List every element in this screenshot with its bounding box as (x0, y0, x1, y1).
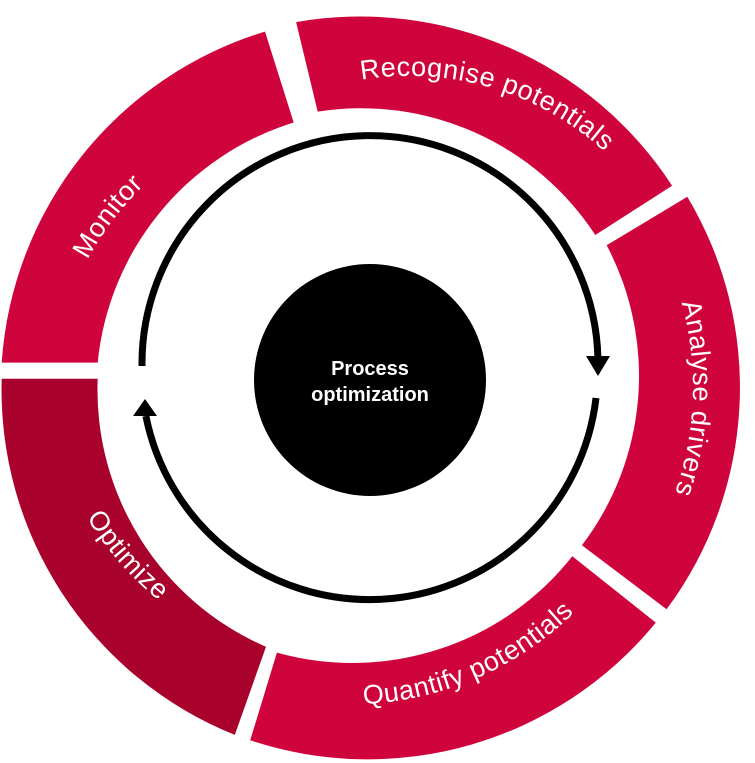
center-label-line2: optimization (311, 384, 429, 406)
cycle-arrows (133, 132, 610, 604)
center-disc (254, 264, 486, 496)
segment-recognise-potentials (296, 16, 673, 235)
arrow-clockwise-bottom (142, 397, 600, 604)
segment-analyse-drivers (581, 196, 740, 610)
arrow-head-up-icon (133, 399, 157, 416)
arrow-clockwise-top (138, 132, 602, 367)
segment-quantify-potentials (250, 556, 656, 760)
center-label-line1: Process (331, 358, 409, 380)
arrow-head-right-icon (586, 356, 610, 376)
segment-optimize (1, 378, 266, 735)
ring (1, 16, 740, 760)
segment-monitor (1, 31, 294, 363)
